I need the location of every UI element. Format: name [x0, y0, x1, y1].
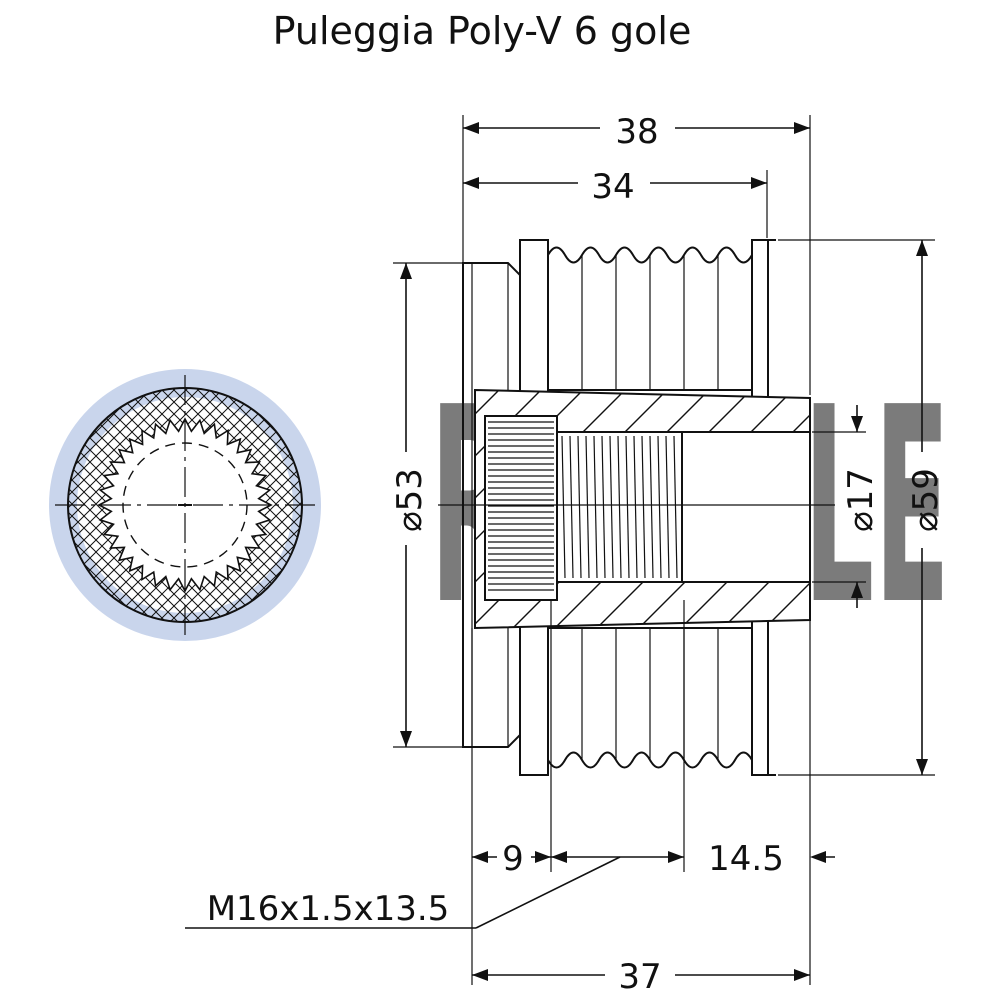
dim-9-label: 9 — [502, 839, 524, 879]
spline-lines — [488, 421, 554, 591]
dim-53-text: ⌀53 — [390, 468, 430, 532]
thread-line — [617, 435, 622, 579]
dim-53-symbol: ⌀ — [390, 511, 430, 531]
thread-leader-diagonal — [475, 856, 621, 929]
thread-callout-label: M16x1.5x13.5 — [207, 889, 450, 929]
plain-bore — [681, 431, 811, 583]
thread-line — [649, 435, 654, 579]
side-view — [438, 239, 1000, 776]
hatch-line — [762, 390, 810, 628]
thread-line — [633, 435, 638, 579]
dim-34-label: 34 — [591, 167, 634, 207]
dim-53-text-group: ⌀53 — [390, 468, 430, 532]
dim-17-text: ⌀17 — [841, 468, 881, 532]
thread-line — [561, 435, 566, 579]
thread-line — [665, 435, 670, 579]
thread-line — [657, 435, 662, 579]
dim-59-symbol: ⌀ — [906, 511, 946, 531]
thread-line — [609, 435, 614, 579]
dim-59-text-group: ⌀59 — [906, 468, 946, 532]
hatch-line — [973, 390, 1000, 630]
thread-line — [641, 435, 646, 579]
dim-14-5-outer-arrow — [810, 851, 826, 863]
dim-17-text-group: ⌀17 — [841, 468, 881, 532]
thread-lines — [561, 435, 678, 579]
thread-line — [601, 435, 606, 579]
dim-14-5-label: 14.5 — [708, 839, 784, 879]
end-view — [55, 375, 315, 635]
drawing-title: Puleggia Poly-V 6 gole — [273, 9, 692, 53]
dimension-lines: 38 34 ⌀53 ⌀17 — [185, 112, 946, 997]
spline-bore — [484, 415, 558, 601]
dim-53-label: 53 — [390, 468, 430, 511]
hatch-line — [720, 390, 810, 628]
thread-line — [569, 435, 574, 579]
thread-line — [593, 435, 598, 579]
thread-line — [625, 435, 630, 579]
dim-17-symbol: ⌀ — [841, 511, 881, 531]
dim-17-label: 17 — [841, 468, 881, 511]
dim-59-text: ⌀59 — [906, 468, 946, 532]
dim-59-label: 59 — [906, 468, 946, 511]
dim-9-arrows — [472, 851, 551, 863]
thread-line — [673, 435, 678, 579]
thread-line — [577, 435, 582, 579]
thread-line — [585, 435, 590, 579]
dim-38-label: 38 — [615, 112, 658, 152]
dim-37-label: 37 — [618, 957, 661, 997]
dim-14-5-arrows — [551, 851, 684, 863]
